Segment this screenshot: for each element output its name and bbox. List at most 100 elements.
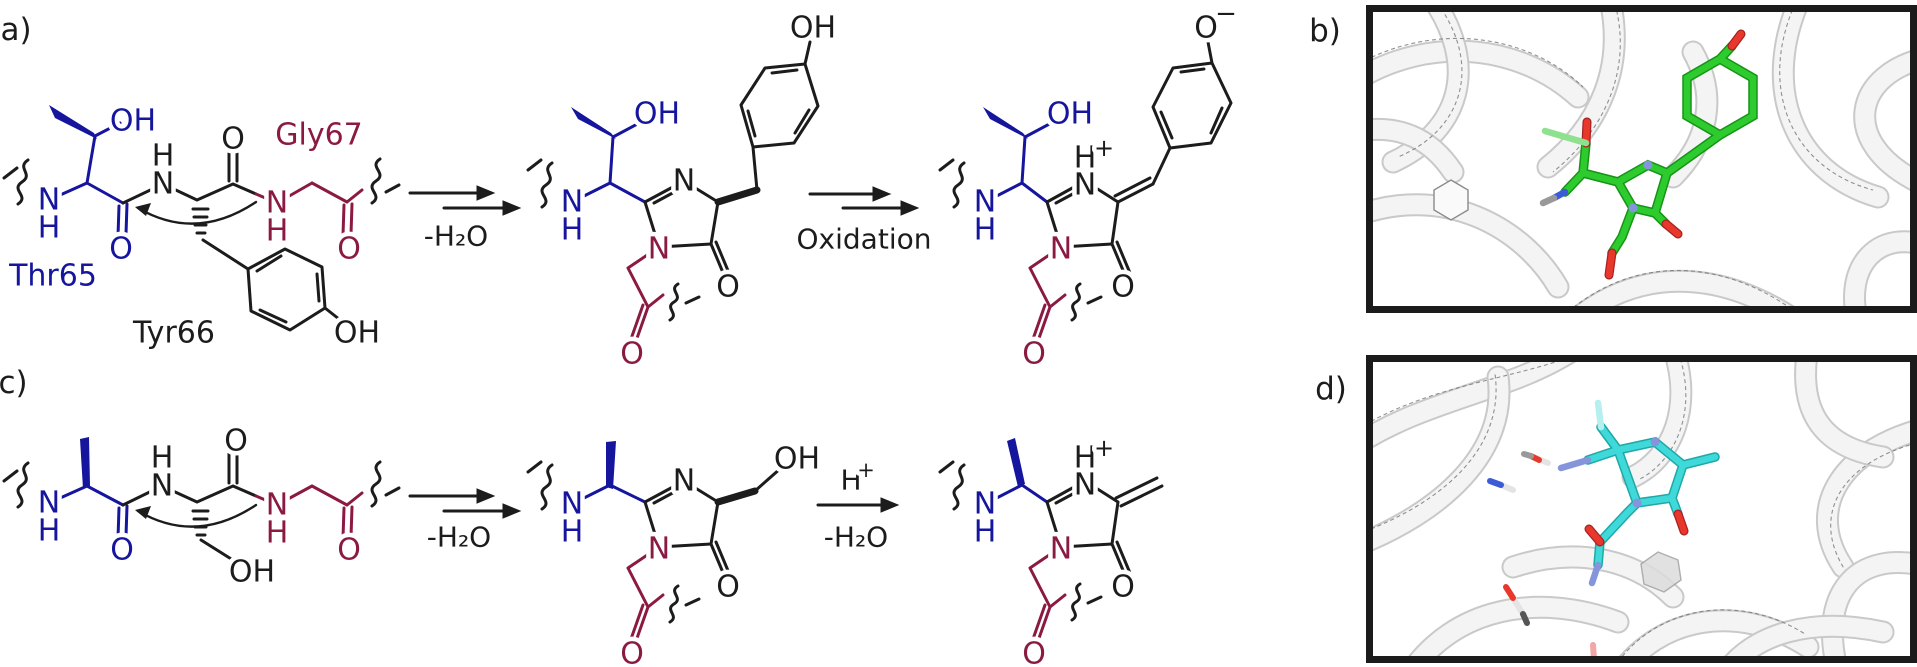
arrowhead <box>476 488 496 504</box>
structure-c2-intermediate <box>526 441 783 643</box>
red-cap <box>1503 584 1516 601</box>
structure-a2-intermediate <box>526 40 820 343</box>
atom-label: OH <box>110 104 156 139</box>
ala-methyl-wedge <box>1007 438 1025 487</box>
atom-label: O <box>716 570 740 605</box>
imidazolinone-ring-bonds <box>643 179 731 277</box>
ring-nitrogen-atom <box>1632 498 1642 508</box>
arrowhead <box>872 186 892 202</box>
right-squiggle-bond <box>370 157 401 205</box>
right-squiggle-bond <box>370 460 401 508</box>
pocket-sidechain-sticks <box>1487 451 1597 656</box>
structure-c1-tripeptide <box>2 437 401 564</box>
ring-nitrogen-atom <box>1650 437 1660 447</box>
panel-b-structure-image <box>1366 5 1917 313</box>
atom-label: H <box>38 211 61 246</box>
atom-label: N <box>1074 468 1096 503</box>
arrowhead <box>476 185 496 201</box>
reaction-label: + <box>857 458 875 482</box>
oxygen-tips <box>1582 30 1745 279</box>
panel-d-structure-image <box>1366 355 1917 663</box>
bottom-squiggle-bond <box>1070 282 1103 322</box>
pink-stub <box>1590 642 1597 656</box>
phenol-ring-bonds <box>739 40 820 192</box>
left-squiggle-bond <box>938 158 966 209</box>
atom-label: O <box>1111 270 1135 305</box>
arrowhead <box>502 503 522 519</box>
atom-label: H <box>266 516 289 551</box>
methyl-stick <box>1541 127 1590 147</box>
atom-label: OH <box>790 11 836 46</box>
atom-label: N <box>561 185 583 220</box>
atom-label: N <box>1050 232 1072 267</box>
reaction-label: H <box>840 464 861 497</box>
gfp-chromophore-pocket-render <box>1373 12 1910 306</box>
left-squiggle-bond <box>526 460 554 511</box>
atom-label: O <box>337 232 361 267</box>
nitrogen-sticks <box>1557 456 1602 587</box>
ala-bonds <box>47 484 129 540</box>
cyclization-arrowhead <box>135 506 151 519</box>
atom-label: O <box>1194 11 1218 46</box>
cyclization-arrowhead <box>135 203 151 216</box>
phe-sidechain-ring <box>1433 179 1469 221</box>
gray-cap <box>1521 451 1534 459</box>
ala-methyl-wedge <box>606 441 616 489</box>
atom-label: H <box>38 514 61 549</box>
atom-label: OH <box>634 97 680 132</box>
imidazolinone-ring-bonds <box>1045 176 1155 277</box>
atom-label: O <box>620 337 644 372</box>
atom-label: H <box>561 515 584 550</box>
cyclization-arrow <box>136 503 258 528</box>
atom-label: O <box>221 122 245 157</box>
atom-label: N <box>266 488 288 523</box>
atom-label: N <box>648 532 670 567</box>
atom-label: O <box>716 270 740 305</box>
atom-label: N <box>152 167 174 202</box>
hydroxymethyl-wedge-bond <box>714 487 759 506</box>
atom-label: O <box>224 424 248 459</box>
structure-a1-tripeptide <box>2 105 401 332</box>
arrowhead <box>502 200 522 216</box>
chromophore-outline <box>1583 422 1720 570</box>
atom-label: H <box>974 213 997 248</box>
left-squiggle-bond <box>2 461 30 509</box>
gly-bonds <box>1028 245 1067 343</box>
atom-label: N <box>561 487 583 522</box>
methylene-chromophore-pocket-render <box>1373 362 1910 656</box>
chromophore-sticks-green <box>1539 29 1758 280</box>
gly-bonds <box>626 245 665 343</box>
tyr66-bonds <box>121 149 346 332</box>
chromophore-carbons <box>1561 42 1757 257</box>
panel-letter: a) <box>0 12 31 48</box>
atom-label: O <box>337 533 361 568</box>
thr-bonds <box>983 119 1057 204</box>
atom-label: N <box>266 186 288 221</box>
atom-label: H <box>1074 441 1097 476</box>
left-squiggle-bond <box>526 158 554 209</box>
chromophore-carbons <box>1584 423 1719 569</box>
ring-nitrogen-atom <box>1628 203 1638 213</box>
thr-methyl-wedge <box>983 107 1028 139</box>
structure-a3-chromophore <box>938 40 1233 343</box>
thr-bonds <box>570 119 647 204</box>
bottom-squiggle-bond <box>1070 582 1103 622</box>
panel-letter: b) <box>1309 13 1341 49</box>
ala-bonds <box>983 483 1049 506</box>
chromophore-outline <box>1560 41 1758 258</box>
ring-nitrogen-atom <box>1643 160 1653 170</box>
atom-label: O <box>620 637 644 667</box>
atom-label: + <box>1094 134 1114 162</box>
white-stick <box>1510 595 1526 617</box>
hydroxymethyl-bond <box>753 466 783 493</box>
gly-bonds <box>254 484 364 540</box>
gly-bonds <box>626 545 665 643</box>
atom-label: O <box>109 232 133 267</box>
atom-label: OH <box>334 316 380 351</box>
atom-label: OH <box>1047 97 1093 132</box>
atom-label: O <box>1111 570 1135 605</box>
oxygen-tips <box>1585 510 1688 546</box>
residue-label: Tyr66 <box>132 316 215 351</box>
residue-label: Gly67 <box>275 118 363 153</box>
gly67-bonds <box>254 181 364 237</box>
